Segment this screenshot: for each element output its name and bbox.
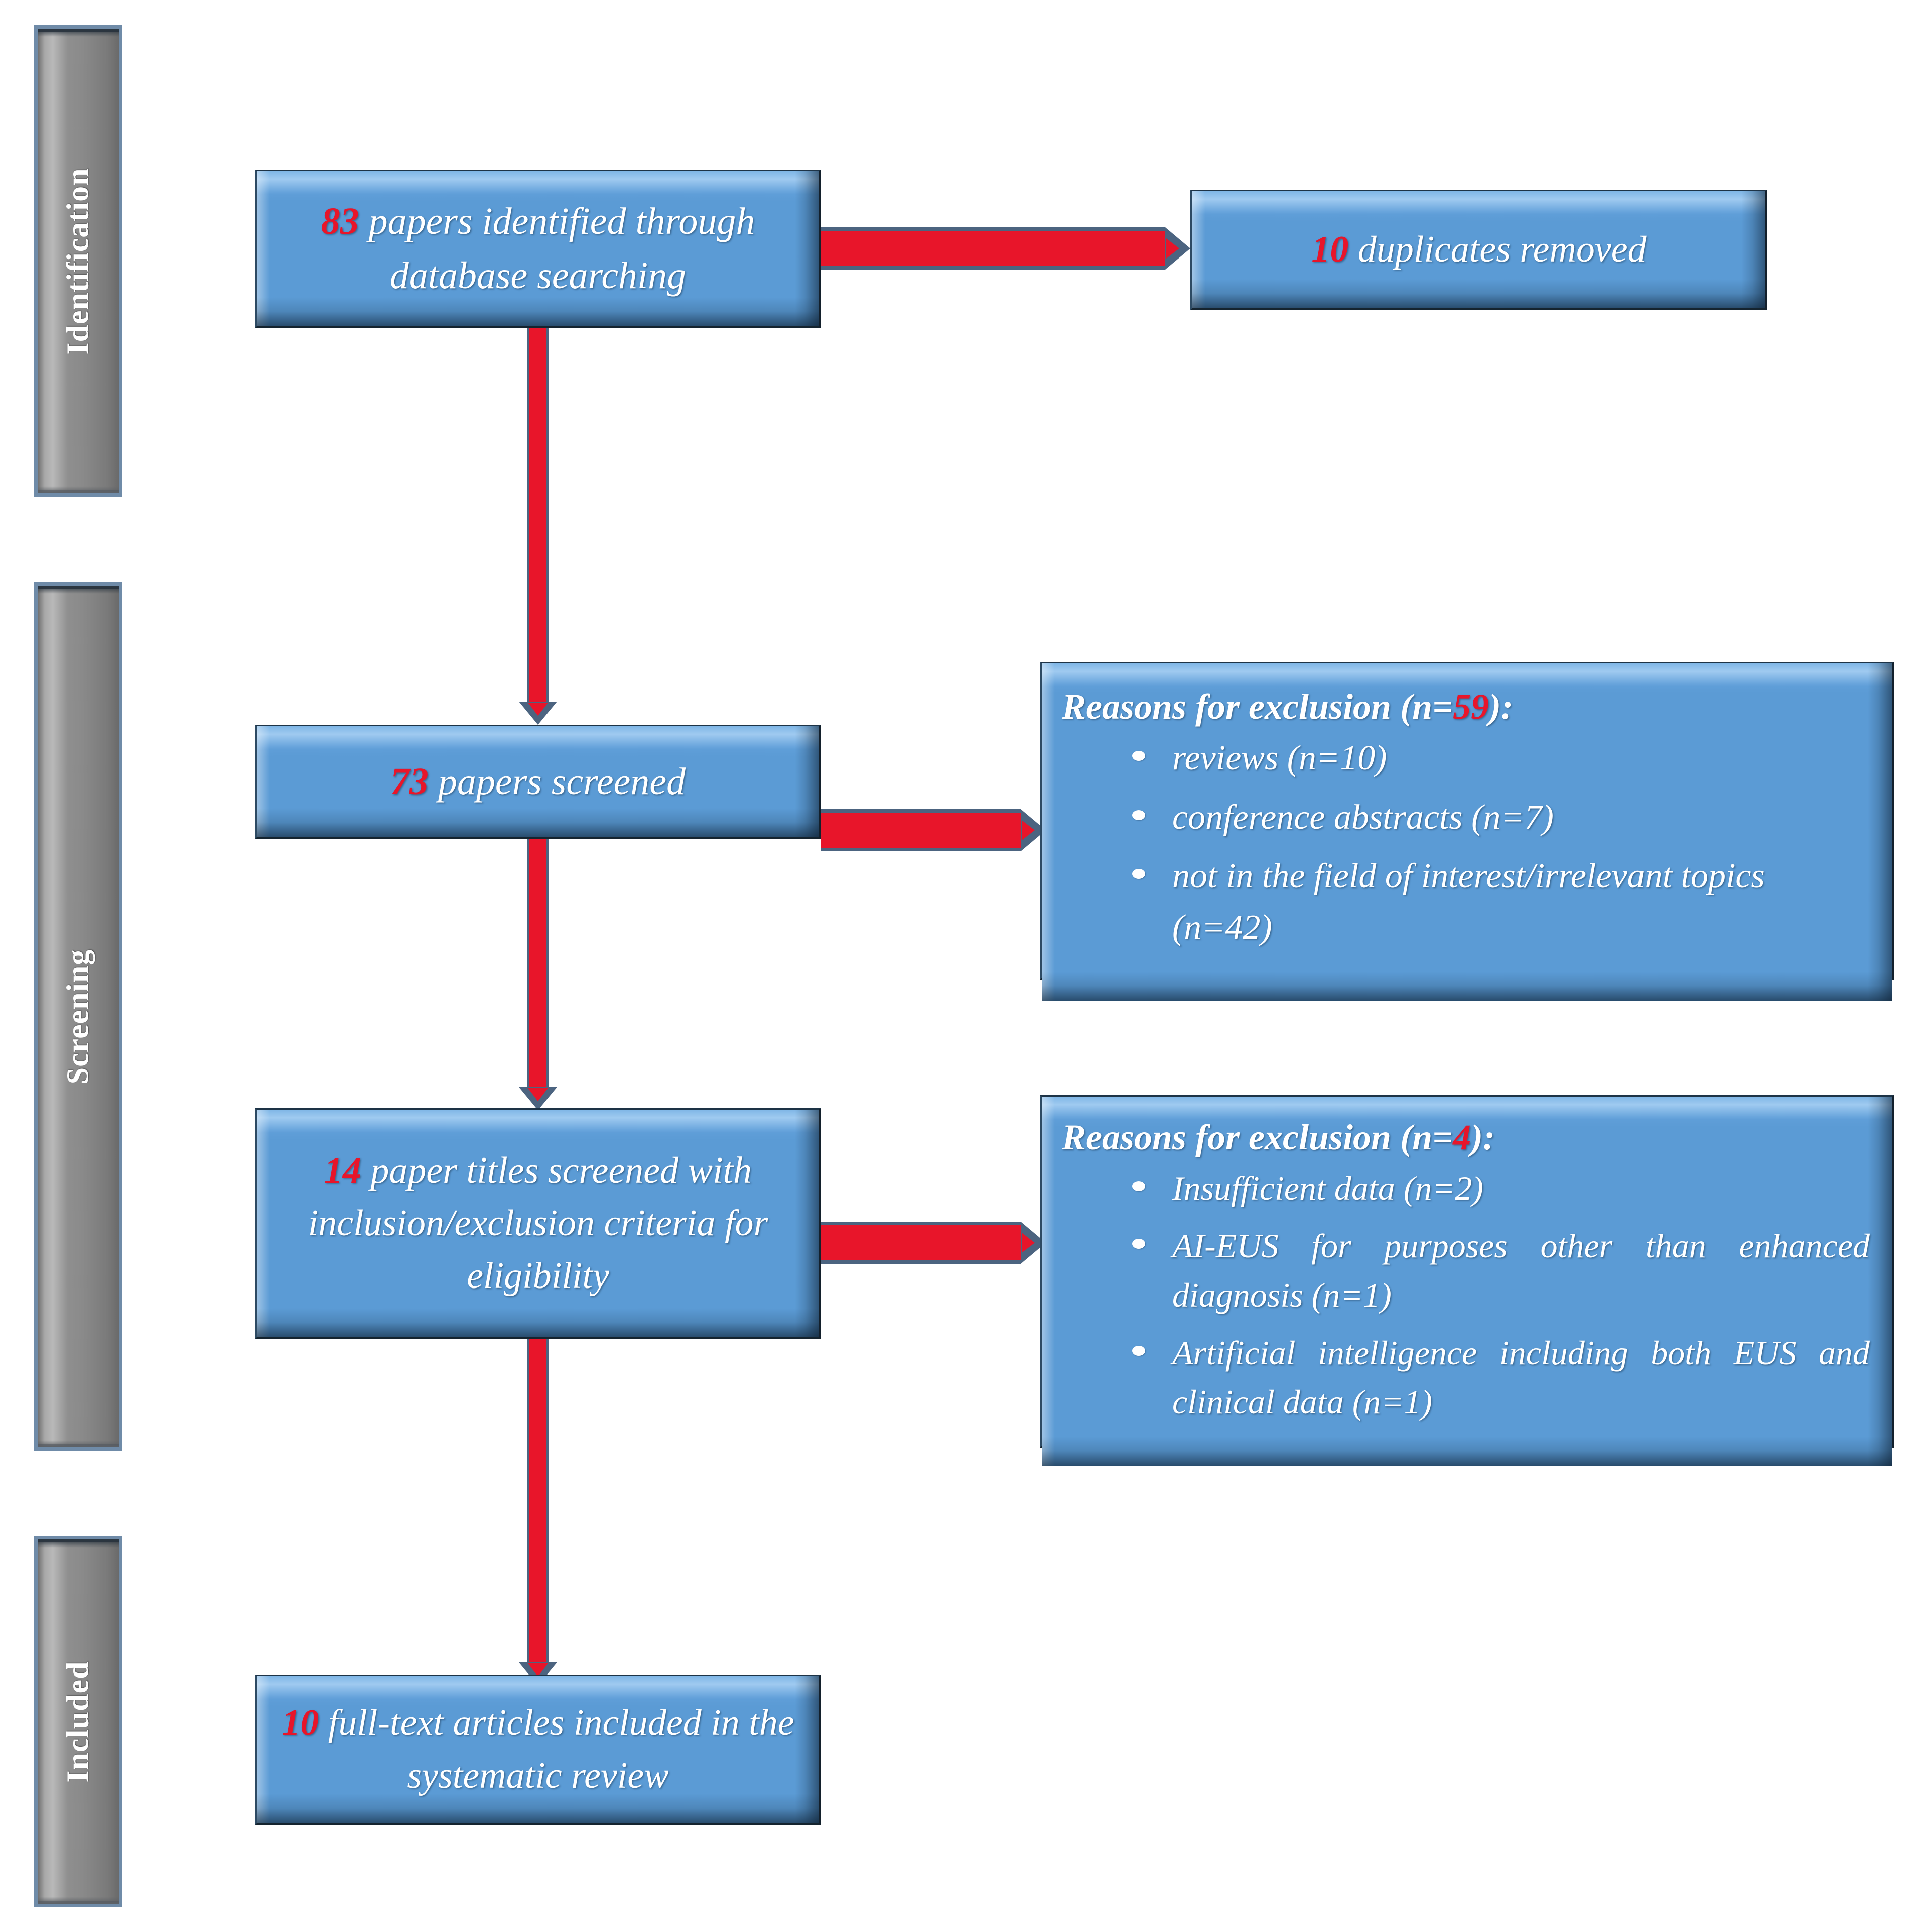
arrow-identified-to-duplicates bbox=[821, 227, 1190, 270]
box-included-articles-number: 10 bbox=[282, 1702, 319, 1744]
box-papers-identified: 83 papers identified through database se… bbox=[255, 170, 821, 328]
exclusion-eligibility-title-number: 4 bbox=[1453, 1117, 1471, 1157]
box-papers-screened-label: papers screened bbox=[438, 760, 686, 803]
exclusion-eligibility-title-prefix: Reasons for exclusion (n= bbox=[1062, 1117, 1453, 1157]
box-included-articles-label: full-text articles included in the syste… bbox=[328, 1702, 794, 1796]
box-duplicates-removed-number: 10 bbox=[1311, 228, 1349, 270]
box-papers-identified-text: 83 papers identified through database se… bbox=[257, 195, 819, 303]
exclusion-screening-title-suffix: ): bbox=[1489, 687, 1514, 727]
exclusion-screening-list: reviews (n=10) conference abstracts (n=7… bbox=[1042, 733, 1892, 961]
exclusion-eligibility-title: Reasons for exclusion (n=4): bbox=[1042, 1117, 1892, 1164]
box-exclusion-reasons-eligibility: Reasons for exclusion (n=4): Insufficien… bbox=[1040, 1095, 1894, 1466]
box-included-articles: 10 full-text articles included in the sy… bbox=[255, 1675, 821, 1825]
arrow-identified-to-screened bbox=[519, 328, 557, 725]
stage-bar-included: Included bbox=[34, 1536, 122, 1907]
box-papers-identified-label: papers identified through database searc… bbox=[368, 200, 755, 297]
exclusion-eligibility-title-suffix: ): bbox=[1471, 1117, 1495, 1157]
box-eligibility-screening-number: 14 bbox=[324, 1149, 361, 1191]
box-papers-screened-text: 73 papers screened bbox=[257, 755, 819, 809]
box-papers-screened-number: 73 bbox=[390, 760, 429, 803]
stage-label-screening: Screening bbox=[61, 949, 95, 1084]
list-item: AI-EUS for purposes other than enhanced … bbox=[1042, 1221, 1870, 1320]
exclusion-eligibility-list: Insufficient data (n=2) AI-EUS for purpo… bbox=[1042, 1164, 1892, 1435]
list-item: Artificial intelligence including both E… bbox=[1042, 1328, 1870, 1427]
box-papers-identified-number: 83 bbox=[321, 200, 359, 242]
exclusion-screening-title-number: 59 bbox=[1453, 687, 1489, 727]
box-exclusion-reasons-screening: Reasons for exclusion (n=59): reviews (n… bbox=[1040, 662, 1894, 1001]
box-included-articles-text: 10 full-text articles included in the sy… bbox=[257, 1697, 819, 1802]
box-eligibility-screening: 14 paper titles screened with inclusion/… bbox=[255, 1108, 821, 1339]
list-item: Insufficient data (n=2) bbox=[1042, 1164, 1870, 1213]
arrow-eligibility-to-exclusion-4 bbox=[821, 1222, 1047, 1264]
box-eligibility-screening-text: 14 paper titles screened with inclusion/… bbox=[257, 1144, 819, 1303]
exclusion-screening-title: Reasons for exclusion (n=59): bbox=[1042, 686, 1892, 733]
box-eligibility-screening-label: paper titles screened with inclusion/exc… bbox=[308, 1149, 768, 1297]
stage-label-included: Included bbox=[61, 1660, 95, 1783]
arrow-eligibility-to-included bbox=[519, 1339, 557, 1686]
list-item: reviews (n=10) bbox=[1042, 733, 1870, 784]
box-duplicates-removed-text: 10 duplicates removed bbox=[1192, 223, 1765, 276]
stage-bar-screening: Screening bbox=[34, 582, 122, 1451]
list-item: not in the field of interest/irrelevant … bbox=[1042, 851, 1870, 953]
stage-label-identification: Identification bbox=[61, 167, 95, 355]
stage-bar-identification: Identification bbox=[34, 25, 122, 497]
arrow-screened-to-exclusion-59 bbox=[821, 809, 1047, 851]
exclusion-screening-title-prefix: Reasons for exclusion (n= bbox=[1062, 687, 1453, 727]
arrow-screened-to-eligibility bbox=[519, 839, 557, 1110]
box-papers-screened: 73 papers screened bbox=[255, 725, 821, 839]
box-duplicates-removed-label: duplicates removed bbox=[1357, 228, 1647, 270]
box-duplicates-removed: 10 duplicates removed bbox=[1190, 190, 1767, 310]
list-item: conference abstracts (n=7) bbox=[1042, 792, 1870, 843]
